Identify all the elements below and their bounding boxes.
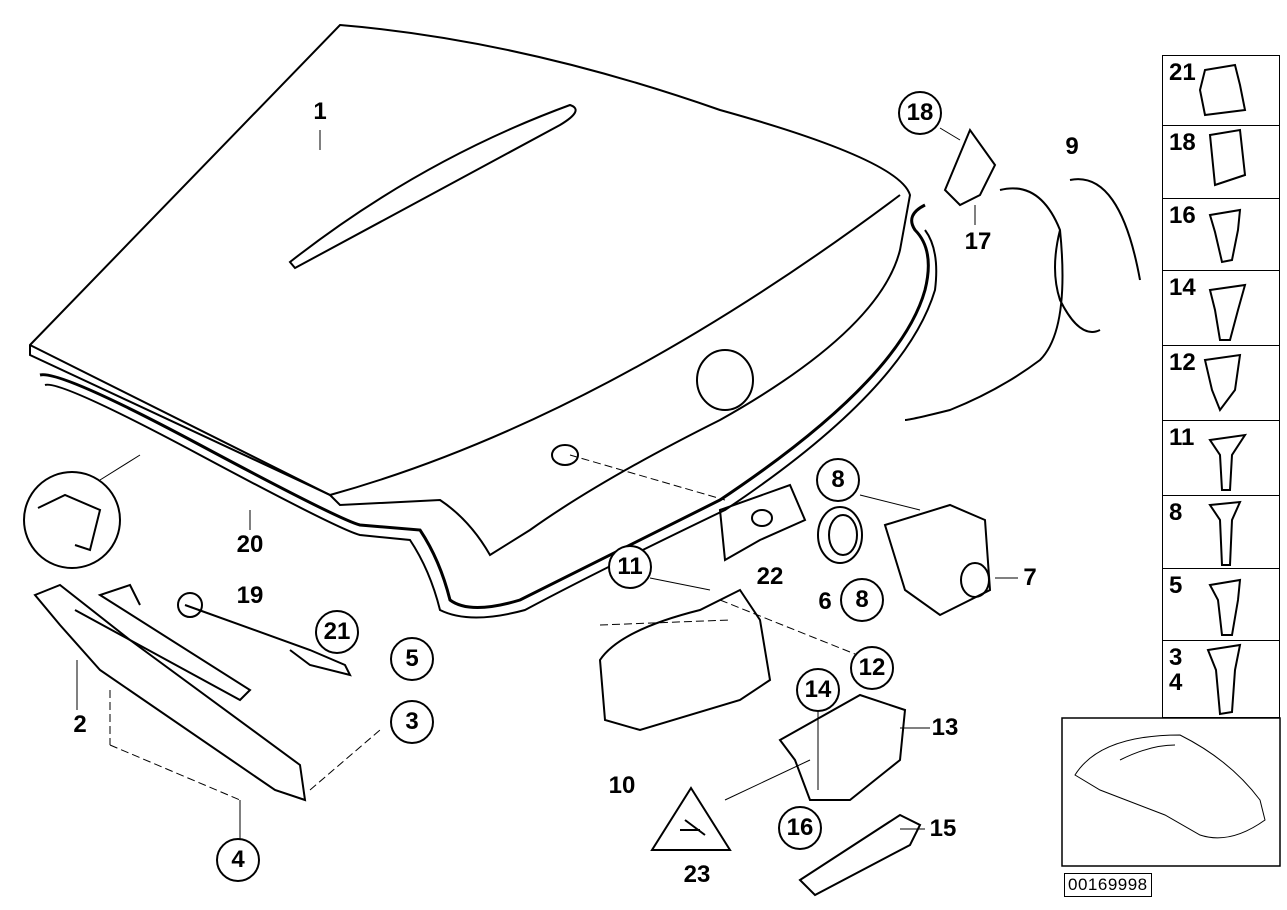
callout-circle-3: 3 — [390, 700, 434, 744]
callout-circle-12: 12 — [850, 646, 894, 690]
callout-6: 6 — [818, 588, 832, 615]
diagram-id: 00169998 — [1064, 873, 1152, 897]
callout-7: 7 — [1023, 564, 1037, 591]
legend-number: 14 — [1169, 274, 1196, 301]
legend-cell-5: 5 — [1162, 568, 1280, 641]
warning-triangle — [650, 786, 732, 851]
callout-circle-14: 14 — [796, 668, 840, 712]
callout-19: 19 — [236, 582, 264, 609]
legend-cell-11: 11 — [1162, 420, 1280, 496]
callout-2: 2 — [73, 711, 87, 738]
callout-circle-8: 8 — [816, 458, 860, 502]
legend-cell-8: 8 — [1162, 495, 1280, 569]
callout-circle-21: 21 — [315, 610, 359, 654]
gas-strut — [184, 604, 352, 677]
hinge — [33, 583, 307, 802]
handle — [798, 813, 922, 897]
callout-20: 20 — [236, 531, 264, 558]
legend-cell-18: 18 — [1162, 125, 1280, 199]
callout-circle-5: 5 — [390, 637, 434, 681]
legend-cell-14: 14 — [1162, 270, 1280, 346]
bracket — [718, 483, 807, 562]
callout-17: 17 — [964, 228, 992, 255]
callout-10: 10 — [608, 772, 636, 799]
cap — [943, 127, 997, 207]
car-thumbnail — [1074, 734, 1266, 839]
trunk-lid — [29, 23, 912, 557]
legend-number: 21 — [1169, 59, 1196, 86]
callout-15: 15 — [929, 815, 957, 842]
lock-cylinder — [883, 503, 992, 617]
latch — [778, 693, 907, 801]
callout-13: 13 — [931, 714, 959, 741]
legend-cell-12: 12 — [1162, 345, 1280, 421]
cable — [904, 178, 1141, 421]
callout-circle-11: 11 — [608, 545, 652, 589]
legend-number-3: 3 — [1169, 644, 1183, 671]
legend-number-4: 4 — [1169, 669, 1183, 697]
legend-number: 16 — [1169, 202, 1196, 229]
legend-cell-16: 16 — [1162, 198, 1280, 271]
callout-23: 23 — [683, 861, 711, 888]
seal-detail — [23, 471, 121, 569]
callout-circle-18: 18 — [898, 91, 942, 135]
callout-9: 9 — [1065, 133, 1079, 160]
legend-cell-21: 21 — [1162, 55, 1280, 126]
legend-part-shapes — [1198, 63, 1248, 716]
seal — [39, 203, 930, 609]
callout-circle-16: 16 — [778, 806, 822, 850]
legend-number: 11 — [1169, 424, 1195, 451]
emblem — [696, 349, 754, 411]
callout-22: 22 — [756, 563, 784, 590]
legend-number: 18 — [1169, 129, 1196, 156]
callout-1: 1 — [313, 98, 327, 125]
legend-number: 8 — [1169, 499, 1183, 526]
legend-number: 12 — [1169, 349, 1196, 376]
trim-cover — [598, 588, 772, 732]
legend-number: 5 — [1169, 572, 1183, 599]
callout-circle-4: 4 — [216, 838, 260, 882]
third-brake-light — [288, 103, 577, 270]
ring — [817, 506, 863, 564]
callout-circle-8b: 8 — [840, 578, 884, 622]
